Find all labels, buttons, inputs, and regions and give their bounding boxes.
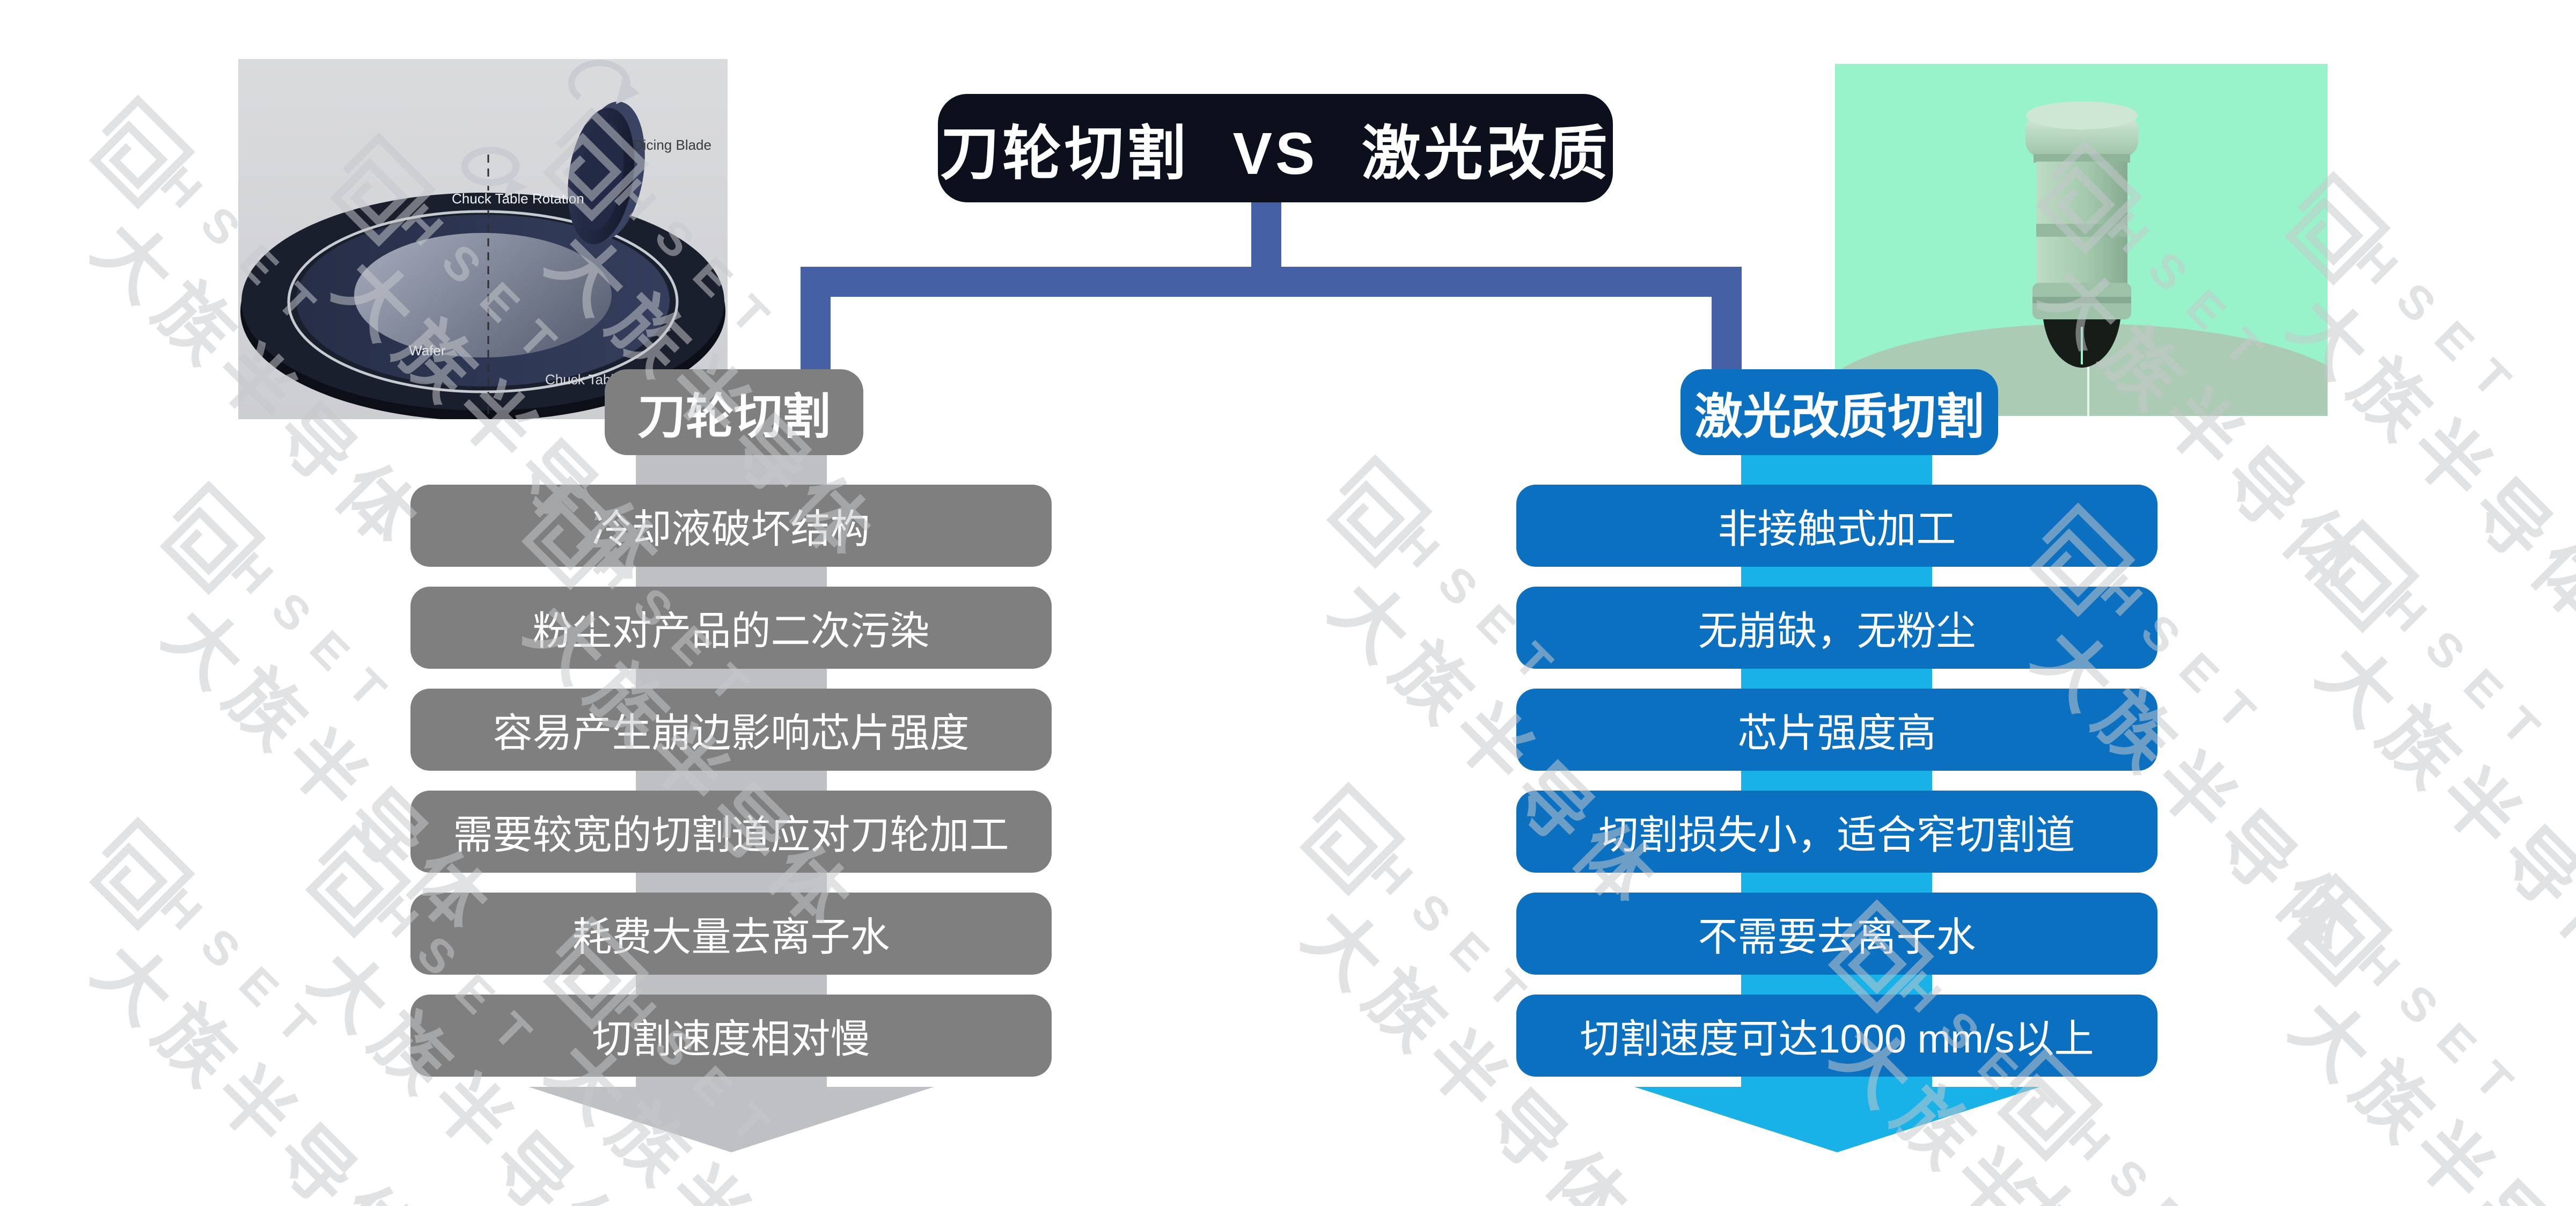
left-arrow-head [529, 1087, 934, 1152]
hset-logo-icon [159, 480, 266, 595]
hset-logo-icon [1299, 781, 1406, 896]
watermark-unit: HSET 大族半导体 [2176, 869, 2576, 1206]
watermark-brand-cn: 大族半导体 [1982, 1146, 2361, 1206]
left-item-2: 粉尘对产品的二次污染 [410, 587, 1052, 669]
hset-logo-icon [2286, 873, 2393, 988]
hset-logo-icon [89, 816, 195, 931]
right-item-3: 芯片强度高 [1516, 689, 2157, 771]
left-item-5: 耗费大量去离子水 [410, 893, 1052, 975]
watermark-brand-cn: 大族半导体 [78, 928, 440, 1206]
connector-left-drop [801, 295, 831, 373]
watermark-brand-cn: 大族半导体 [2302, 630, 2576, 993]
left-column-header: 刀轮切割 [605, 369, 863, 455]
watermark-unit: HSET 大族半导体 [2203, 515, 2576, 1092]
left-item-4: 需要较宽的切割道应对刀轮加工 [410, 791, 1052, 873]
right-item-1: 非接触式加工 [1516, 485, 2157, 567]
watermark-brand-en: HSET [151, 878, 341, 1069]
right-item-4: 切割损失小，适合窄切割道 [1516, 791, 2157, 873]
watermark-brand-en: HSET [2349, 934, 2539, 1125]
right-item-2: 无崩缺，无粉尘 [1516, 587, 2157, 669]
watermark-brand-en: HSET [2375, 580, 2566, 771]
blade-rotation-arrow-icon [568, 60, 640, 104]
hset-logo-icon [305, 824, 412, 939]
dicing-blade-label: Dicing Blade [633, 137, 711, 153]
hset-logo-icon [89, 94, 195, 209]
watermark-brand-cn: 大族半导体 [2276, 984, 2576, 1206]
watermark-brand-en: HSET [2059, 1108, 2249, 1206]
right-column: 非接触式加工 无崩缺，无粉尘 芯片强度高 切割损失小，适合窄切割道 不需要去离子… [1516, 485, 2157, 1080]
blade-dicing-image: Dicing Blade Chuck Table Rotation Wafer … [238, 59, 728, 419]
wafer-label: Wafer [409, 342, 446, 359]
connector-right-drop [1712, 295, 1742, 373]
blade-dicing-illustration [238, 59, 728, 419]
page-title: 刀轮切割 VS 激光改质 [938, 94, 1613, 202]
laser-dicing-image [1835, 64, 2328, 416]
right-item-6: 切割速度可达1000 mm/s以上 [1516, 995, 2157, 1077]
hset-logo-icon [1326, 454, 1433, 569]
connector-horizontal-bar [801, 267, 1742, 297]
left-item-3: 容易产生崩边影响芯片强度 [410, 689, 1052, 771]
chuck-table-rotation-label: Chuck Table Rotation [452, 191, 584, 207]
left-column: 冷却液破坏结构 粉尘对产品的二次污染 容易产生崩边影响芯片强度 需要较宽的切割道… [410, 485, 1052, 1080]
watermark-brand-en: HSET [2346, 232, 2537, 423]
wafer-disc [354, 233, 612, 357]
table-rim-highlight [287, 210, 679, 393]
right-column-header: 激光改质切割 [1680, 369, 1998, 455]
chuck-rotation-arrow-icon [461, 147, 528, 198]
watermark-brand-en: HSET [222, 542, 412, 733]
right-arrow-head [1634, 1087, 2040, 1152]
left-item-1: 冷却液破坏结构 [410, 485, 1052, 567]
left-item-6: 切割速度相对慢 [410, 995, 1052, 1077]
right-item-5: 不需要去离子水 [1516, 893, 2157, 975]
connector-stem [1251, 201, 1281, 268]
laser-head-illustration [1835, 101, 2328, 416]
hset-logo-icon [2313, 518, 2420, 633]
